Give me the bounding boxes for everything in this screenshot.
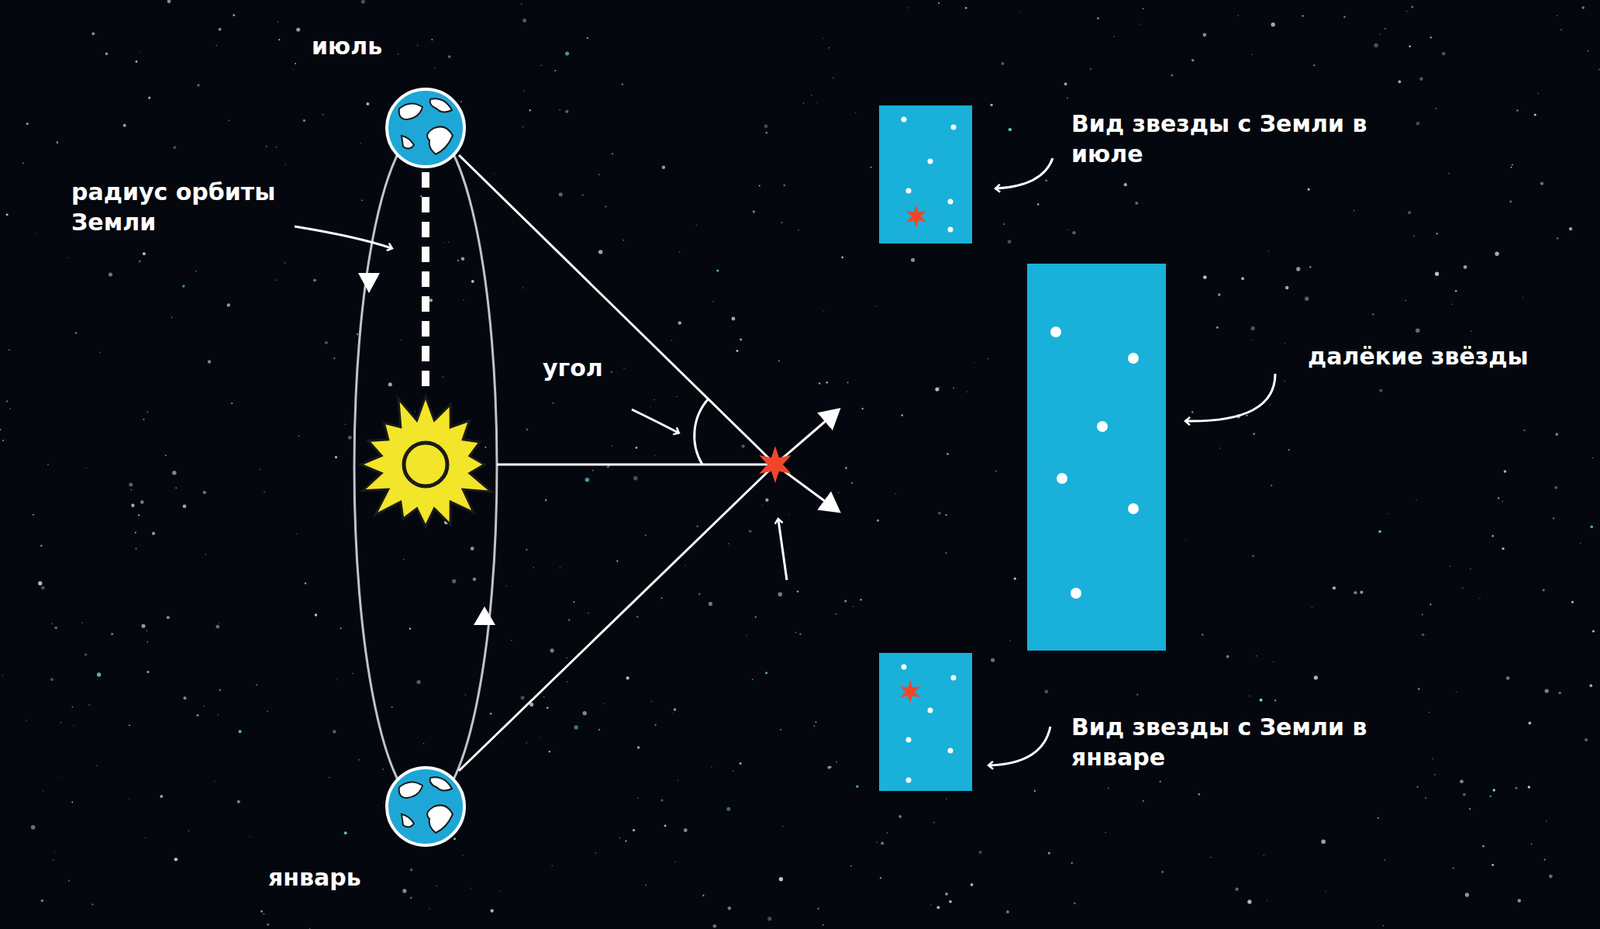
sun: [360, 396, 492, 527]
sky-view-january: [879, 652, 973, 791]
label-text: январь: [268, 862, 362, 893]
near-star: [758, 445, 792, 483]
leader-lines: [294, 158, 1276, 766]
direction-arrow: [775, 410, 838, 465]
leader-arrow: [778, 519, 787, 580]
label-text: июль: [311, 31, 383, 62]
distant-stars-panel: [1027, 263, 1166, 651]
orbit-radius: [421, 172, 430, 394]
sun-star-line: [496, 463, 776, 466]
near-star-view: [906, 204, 927, 228]
orbit-arrow: [358, 272, 380, 294]
label-text: далёкие звёзды: [1307, 341, 1529, 372]
angle-arc: [694, 398, 709, 465]
sky-view-july: [879, 105, 973, 244]
earth-july: [386, 89, 465, 167]
near-star-view: [900, 679, 921, 704]
sight-line: [458, 155, 776, 465]
label-text: Вид звезды с Земли в июле: [1071, 108, 1405, 169]
label-text: Вид звезды с Земли в январе: [1071, 711, 1421, 773]
label-text: угол: [542, 352, 604, 383]
panel-stars: [901, 117, 1140, 783]
orbit-arrow: [473, 606, 496, 625]
earth-january: [386, 767, 465, 845]
label-text: радиус орбиты Земли: [71, 176, 328, 238]
sight-line: [458, 464, 776, 771]
earth-orbit: [354, 127, 497, 807]
